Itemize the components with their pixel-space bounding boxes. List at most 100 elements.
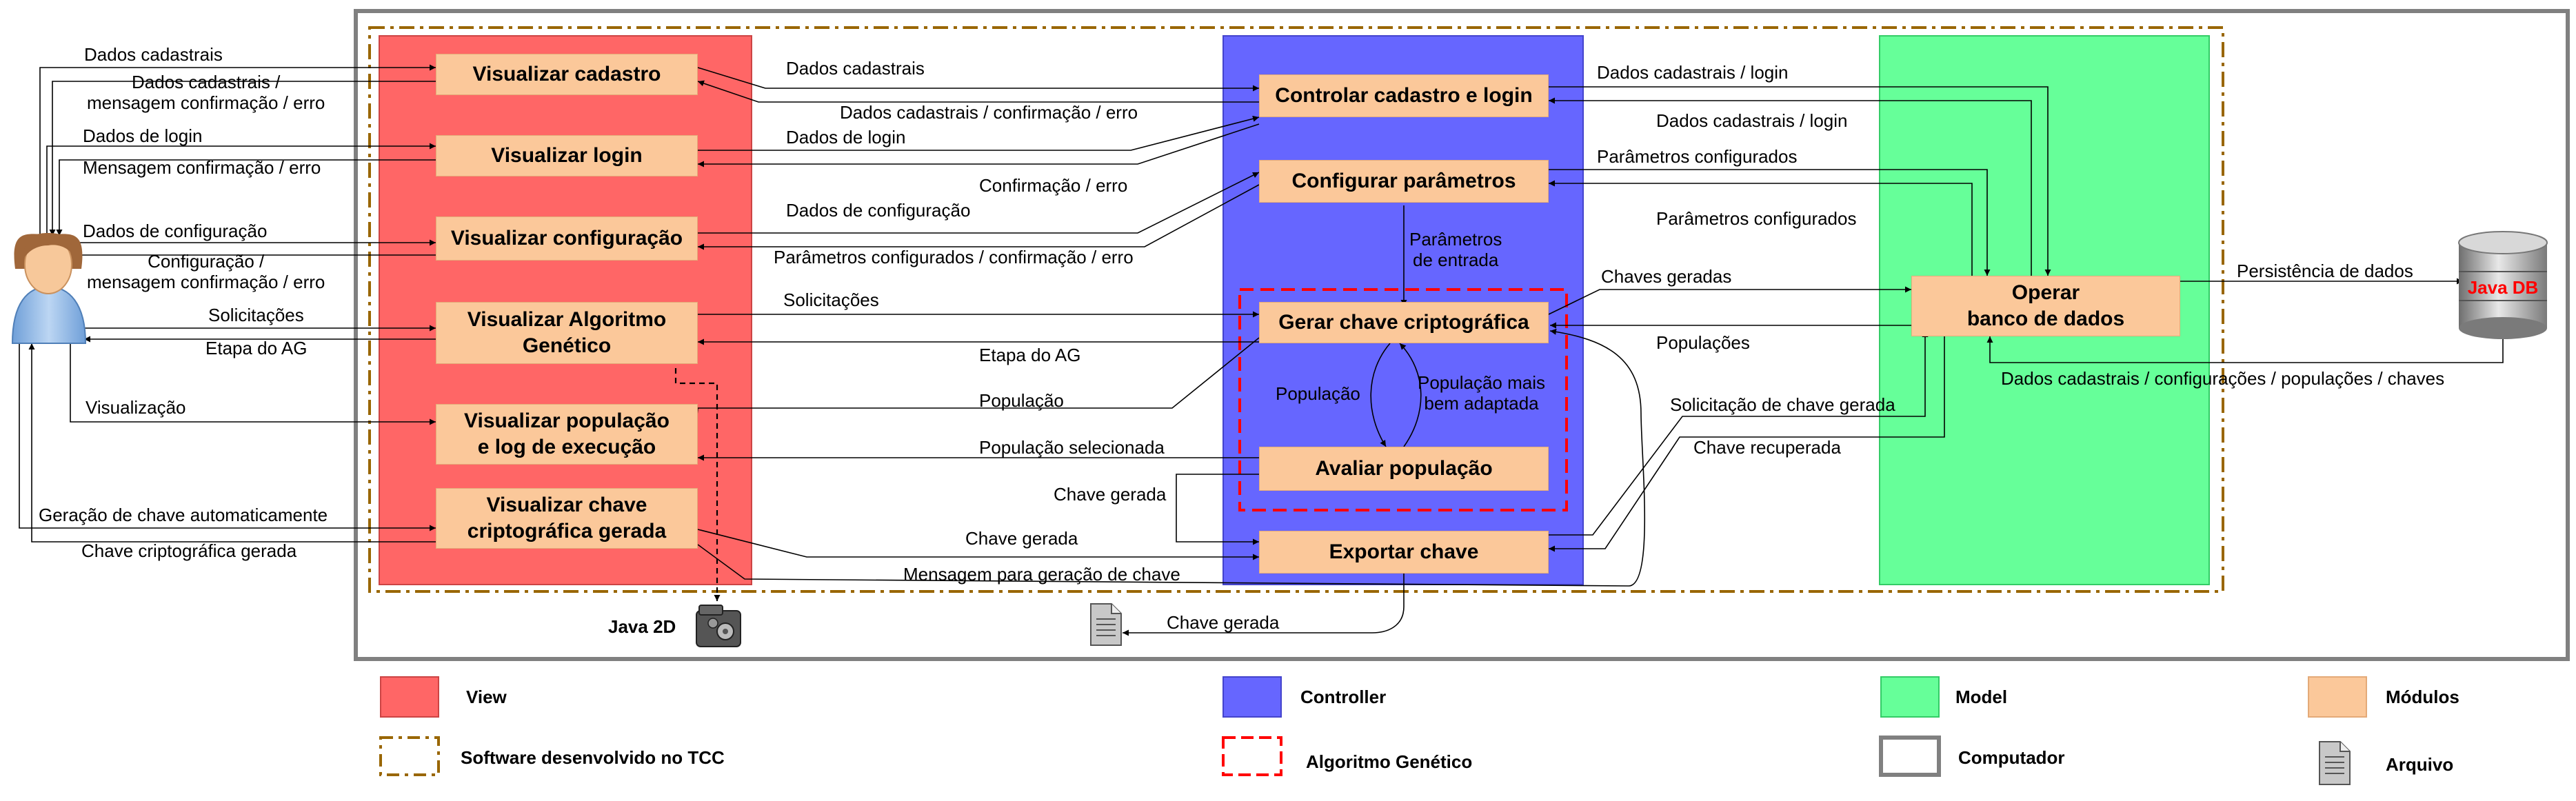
edge-user-chave bbox=[28, 343, 436, 543]
legend-controller-label: Controller bbox=[1300, 687, 1387, 707]
legend-model-swatch bbox=[1880, 676, 1940, 718]
database-icon bbox=[2458, 231, 2548, 339]
module-visualizar-algoritmo: Visualizar Algoritmo Genético bbox=[436, 302, 698, 364]
label-dados-cadastrais-conf-vc: Dados cadastrais / confirmação / erro bbox=[840, 102, 1138, 123]
label-populacao-vc: População bbox=[979, 390, 1064, 411]
label-dados-cadastrais-login-1: Dados cadastrais / login bbox=[1597, 62, 1789, 83]
label-solicitacoes-user: Solicitações bbox=[208, 305, 304, 325]
label-geracao-chave-user: Geração de chave automaticamente bbox=[39, 505, 328, 525]
legend-ag-swatch bbox=[1222, 736, 1282, 776]
label-populacoes: Populações bbox=[1656, 332, 1750, 353]
edge-cadastro-controlar bbox=[697, 67, 1259, 92]
edge-user-geracao bbox=[19, 343, 436, 531]
java2d-icon bbox=[696, 605, 741, 647]
edge-user-cadastro-out bbox=[49, 81, 436, 236]
edge-configurar-operar bbox=[1549, 169, 1991, 276]
edge-configurar-config bbox=[698, 184, 1260, 250]
edge-user-login-out bbox=[56, 159, 436, 236]
edge-user-cadastro-in bbox=[39, 64, 436, 236]
edge-chave-exportar bbox=[697, 529, 1259, 560]
label-configuracao-msg-user: Configuração / mensagem confirmação / er… bbox=[87, 251, 325, 292]
label-parametros-config-1: Parâmetros configurados bbox=[1597, 146, 1798, 167]
module-configurar-parametros: Configurar parâmetros bbox=[1259, 160, 1549, 203]
edge-java2d bbox=[674, 358, 721, 601]
label-dados-cadastrais-user: Dados cadastrais bbox=[84, 44, 223, 65]
legend-arquivo-label: Arquivo bbox=[2386, 754, 2454, 775]
label-dados-cadastrais-vc: Dados cadastrais bbox=[786, 58, 925, 79]
edge-avaliar-gerar bbox=[1399, 343, 1422, 447]
edge-operar-controlar bbox=[1549, 97, 2032, 276]
legend-modulos-swatch bbox=[2308, 676, 2367, 718]
legend-file-icon bbox=[2319, 741, 2351, 785]
module-visualizar-cadastro: Visualizar cadastro bbox=[436, 54, 698, 95]
label-java2d: Java 2D bbox=[608, 616, 676, 637]
label-parametros-entrada: Parâmetros de entrada bbox=[1409, 229, 1502, 270]
label-chave-recuperada: Chave recuperada bbox=[1693, 437, 1841, 458]
legend-computador-swatch bbox=[1879, 736, 1941, 777]
edge-login-controlar bbox=[698, 115, 1260, 151]
module-exportar-chave: Exportar chave bbox=[1259, 531, 1549, 574]
label-dados-login-vc: Dados de login bbox=[786, 127, 906, 148]
label-dados-login-user: Dados de login bbox=[83, 125, 203, 146]
edge-gerar-operar bbox=[1548, 286, 1911, 315]
label-populacao-ag: População bbox=[1276, 383, 1360, 404]
label-solicitacao-chave: Solicitação de chave gerada bbox=[1670, 394, 1895, 415]
label-dados-config-user: Dados de configuração bbox=[83, 221, 268, 241]
label-mensagem-geracao-vc: Mensagem para geração de chave bbox=[903, 564, 1180, 585]
edge-controlar-login bbox=[698, 123, 1260, 168]
module-visualizar-populacao: Visualizar população e log de execução bbox=[436, 404, 698, 465]
edge-exportar-chave-view bbox=[1176, 474, 1259, 545]
label-chaves-geradas: Chaves geradas bbox=[1601, 266, 1732, 287]
label-chave-gerada-export-left: Chave gerada bbox=[1054, 484, 1167, 505]
label-dados-cadastrais-login-2: Dados cadastrais / login bbox=[1656, 110, 1848, 131]
edge-controlar-operar bbox=[1549, 86, 2051, 276]
label-chave-gerada-arquivo: Chave gerada bbox=[1167, 612, 1280, 633]
edge-controlar-cadastro bbox=[697, 80, 1259, 103]
label-dados-db: Dados cadastrais / configurações / popul… bbox=[2001, 368, 2445, 389]
edge-gerar-populacao bbox=[696, 337, 1260, 423]
label-visualizacao-user: Visualização bbox=[85, 397, 186, 418]
label-dados-config-vc: Dados de configuração bbox=[786, 200, 971, 221]
legend-controller-swatch bbox=[1222, 676, 1282, 718]
label-confirmacao-erro-vc: Confirmação / erro bbox=[979, 175, 1128, 196]
edge-exportar-arquivo bbox=[1123, 574, 1405, 636]
edge-user-visualizacao bbox=[70, 343, 436, 425]
legend-modulos-label: Módulos bbox=[2386, 687, 2459, 707]
module-visualizar-configuracao: Visualizar configuração bbox=[436, 216, 698, 261]
legend-model-label: Model bbox=[1955, 687, 2008, 707]
module-visualizar-login: Visualizar login bbox=[436, 135, 698, 176]
label-solicitacoes-vc: Solicitações bbox=[783, 290, 879, 310]
edge-mensagem-geracao bbox=[697, 328, 1646, 587]
legend-view-swatch bbox=[380, 676, 439, 718]
label-etapa-ag-vc: Etapa do AG bbox=[979, 345, 1081, 365]
user-icon bbox=[11, 233, 87, 344]
legend-ag-label: Algoritmo Genético bbox=[1306, 751, 1473, 772]
module-gerar-chave: Gerar chave criptográfica bbox=[1259, 302, 1549, 343]
label-javadb: Java DB bbox=[2467, 277, 2539, 298]
ag-frame bbox=[1238, 288, 1568, 511]
label-msg-confirmacao-user: Mensagem confirmação / erro bbox=[83, 157, 321, 178]
label-populacao-selecionada-vc: População selecionada bbox=[979, 437, 1165, 458]
module-visualizar-chave: Visualizar chave criptográfica gerada bbox=[436, 488, 698, 549]
file-icon bbox=[1090, 603, 1122, 646]
label-etapa-ag-user: Etapa do AG bbox=[205, 338, 308, 358]
legend-software-label: Software desenvolvido no TCC bbox=[461, 747, 725, 768]
module-avaliar-populacao: Avaliar população bbox=[1259, 447, 1549, 491]
legend-software-swatch bbox=[379, 736, 440, 776]
label-persistencia: Persistência de dados bbox=[2237, 261, 2413, 281]
edge-gerar-avaliar bbox=[1370, 343, 1391, 447]
software-frame bbox=[368, 26, 2224, 593]
edge-config-configurar bbox=[698, 172, 1260, 234]
edge-exportar-operar bbox=[1549, 331, 1929, 536]
label-chave-gerada-vc: Chave gerada bbox=[965, 528, 1078, 549]
label-chave-gerada-user: Chave criptográfica gerada bbox=[81, 540, 297, 561]
edge-user-login-in bbox=[46, 143, 436, 236]
module-operar-banco: Operar banco de dados bbox=[1911, 276, 2180, 336]
label-dados-cadastrais-msg-user: Dados cadastrais / mensagem confirmação … bbox=[87, 72, 325, 113]
module-controlar-cadastro: Controlar cadastro e login bbox=[1259, 74, 1549, 117]
label-populacao-adaptada: População mais bem adaptada bbox=[1418, 372, 1545, 414]
edge-operar-exportar bbox=[1549, 331, 1945, 552]
legend-view-label: View bbox=[466, 687, 507, 707]
edge-operar-configurar bbox=[1549, 180, 1973, 276]
label-parametros-conf-vc: Parâmetros configurados / confirmação / … bbox=[774, 247, 1134, 267]
